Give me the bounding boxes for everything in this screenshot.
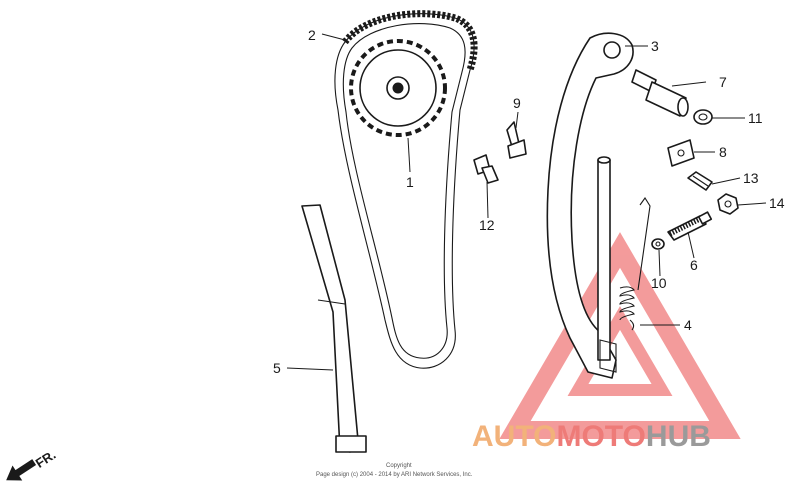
callout-6: 6 bbox=[690, 257, 698, 273]
callout-2: 2 bbox=[308, 27, 316, 43]
callout-13: 13 bbox=[743, 170, 759, 186]
copyright-line-2: Page design (c) 2004 - 2014 by ARI Netwo… bbox=[316, 472, 473, 478]
chain-guide bbox=[301, 204, 367, 453]
callout-1: 1 bbox=[406, 174, 414, 190]
callout-9: 9 bbox=[513, 95, 521, 111]
bolt-9 bbox=[506, 121, 527, 159]
tensioner-arm bbox=[546, 32, 634, 379]
callout-labels: 1 2 3 4 5 6 7 8 9 10 11 12 13 14 bbox=[273, 27, 785, 376]
front-direction-indicator: FR. bbox=[6, 447, 59, 481]
svg-text:AUTOMOTOHUB: AUTOMOTOHUB bbox=[472, 420, 711, 453]
callout-10: 10 bbox=[651, 275, 667, 291]
nut-14 bbox=[717, 193, 739, 215]
cam-sprocket bbox=[349, 39, 447, 137]
callout-7: 7 bbox=[719, 74, 727, 90]
washer bbox=[693, 109, 713, 125]
watermark-part-moto: MOTO bbox=[556, 420, 645, 453]
callout-3: 3 bbox=[651, 38, 659, 54]
callout-14: 14 bbox=[769, 195, 785, 211]
bolt-12 bbox=[473, 154, 499, 184]
watermark-logo: AUTOMOTOHUB bbox=[472, 420, 711, 453]
bolt-13 bbox=[687, 171, 713, 191]
callout-12: 12 bbox=[479, 217, 495, 233]
adjusting-bolt bbox=[667, 211, 713, 241]
arrow-icon bbox=[6, 459, 37, 481]
callout-8: 8 bbox=[719, 144, 727, 160]
leader-lines bbox=[286, 33, 767, 371]
watermark-part-hub: HUB bbox=[646, 420, 711, 453]
washer-10 bbox=[651, 238, 665, 250]
front-label: FR. bbox=[33, 447, 59, 471]
watermark-part-auto: AUTO bbox=[472, 420, 556, 453]
tensioner-spring bbox=[619, 197, 651, 331]
cam-chain bbox=[334, 10, 478, 369]
callout-5: 5 bbox=[273, 360, 281, 376]
copyright-notice: Copyright Page design (c) 2004 - 2014 by… bbox=[316, 463, 473, 478]
callout-4: 4 bbox=[684, 317, 692, 333]
callout-11: 11 bbox=[748, 110, 763, 126]
pivot-bolt bbox=[631, 69, 689, 117]
copyright-line-1: Copyright bbox=[386, 463, 412, 469]
watermark-triangle bbox=[499, 232, 741, 439]
lock-plate bbox=[667, 139, 695, 167]
